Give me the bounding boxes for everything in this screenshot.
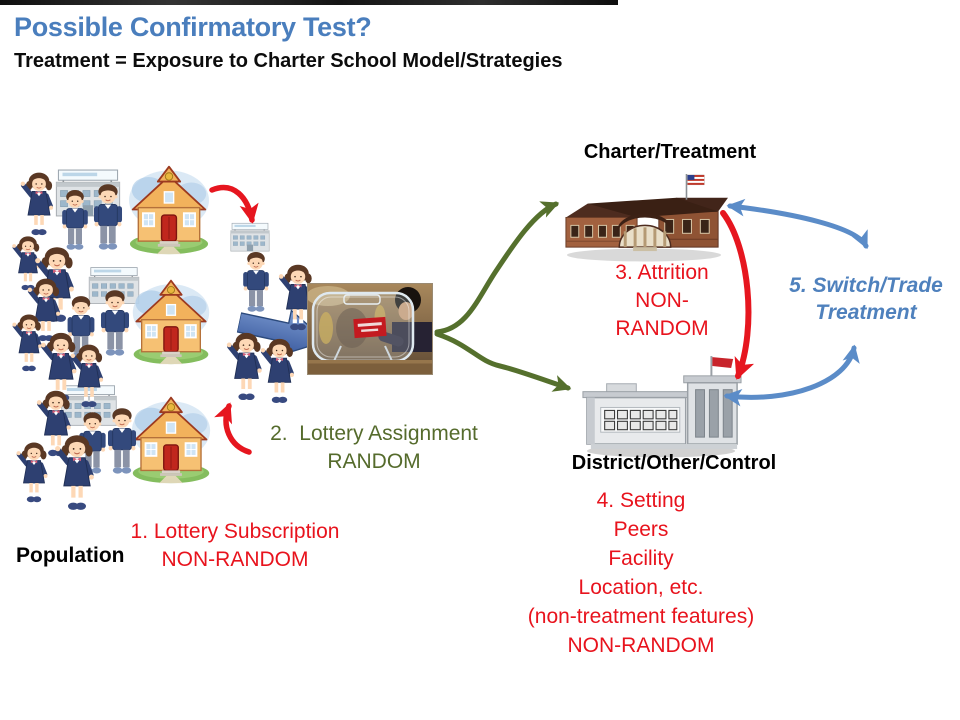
population-label: Population: [16, 544, 125, 567]
girl-student-icon: [18, 170, 60, 236]
girl-student-icon: [258, 336, 301, 404]
step4-line: Location, etc.: [578, 576, 704, 599]
step5-line1: 5. Switch/Trade: [789, 274, 943, 297]
charter-treatment-label: Charter/Treatment: [583, 141, 757, 163]
boy-student-icon: [93, 183, 123, 251]
schoolhouse-icon: [128, 165, 210, 256]
step5-line2: Treatment: [815, 301, 917, 324]
step4-line: Facility: [608, 547, 674, 570]
boy-student-icon: [107, 407, 137, 475]
step4-line: NON-RANDOM: [567, 634, 715, 657]
step2-lottery-assignment: 2. Lottery Assignment RANDOM: [258, 420, 490, 476]
step5-switch-trade: 5. Switch/Trade Treatment: [782, 272, 950, 326]
step1-line1: 1. Lottery Subscription: [130, 520, 340, 543]
red-flag-icon: [712, 357, 734, 368]
boy-student-icon: [242, 251, 270, 313]
step4-setting: 4. Setting Peers Facility Location, etc.…: [521, 486, 761, 660]
step4-line: (non-treatment features): [527, 605, 755, 628]
switch-arrow-bottom: [723, 344, 860, 407]
slide-subtitle: Treatment = Exposure to Charter School M…: [14, 50, 563, 72]
lottery-to-charter-arrow: [434, 201, 560, 335]
step4-line: Peers: [613, 518, 669, 541]
subscription-arrow-top: [209, 184, 259, 224]
school-banner-building-icon: [230, 222, 270, 252]
district-control-label: District/Other/Control: [571, 452, 777, 474]
step4-line: 4. Setting: [596, 489, 686, 512]
step3-line3: RANDOM: [615, 317, 709, 340]
step2-line2: RANDOM: [327, 450, 421, 473]
lottery-drum-photo: [307, 283, 433, 375]
us-flag-icon: [687, 174, 705, 186]
top-edge-artifact: [0, 0, 618, 5]
step2-line1: 2. Lottery Assignment: [270, 422, 478, 445]
step3-attrition: 3. Attrition NON- RANDOM: [588, 259, 736, 343]
step1-lottery-subscription: 1. Lottery Subscription NON-RANDOM: [110, 518, 360, 574]
schoolhouse-icon: [131, 279, 211, 366]
lottery-to-district-arrow: [434, 331, 572, 392]
switch-arrow-top: [726, 198, 869, 250]
step1-line2: NON-RANDOM: [161, 548, 309, 571]
red-sign: [353, 316, 387, 339]
step3-line1: 3. Attrition: [615, 261, 709, 284]
step3-line2: NON-: [635, 289, 689, 312]
girl-student-icon: [52, 432, 102, 511]
subscription-arrow-bottom: [214, 402, 252, 455]
charter-school-icon: [565, 173, 728, 262]
district-school-icon: [582, 356, 742, 458]
slide-title: Possible Confirmatory Test?: [14, 12, 372, 42]
girl-student-icon: [14, 440, 54, 503]
